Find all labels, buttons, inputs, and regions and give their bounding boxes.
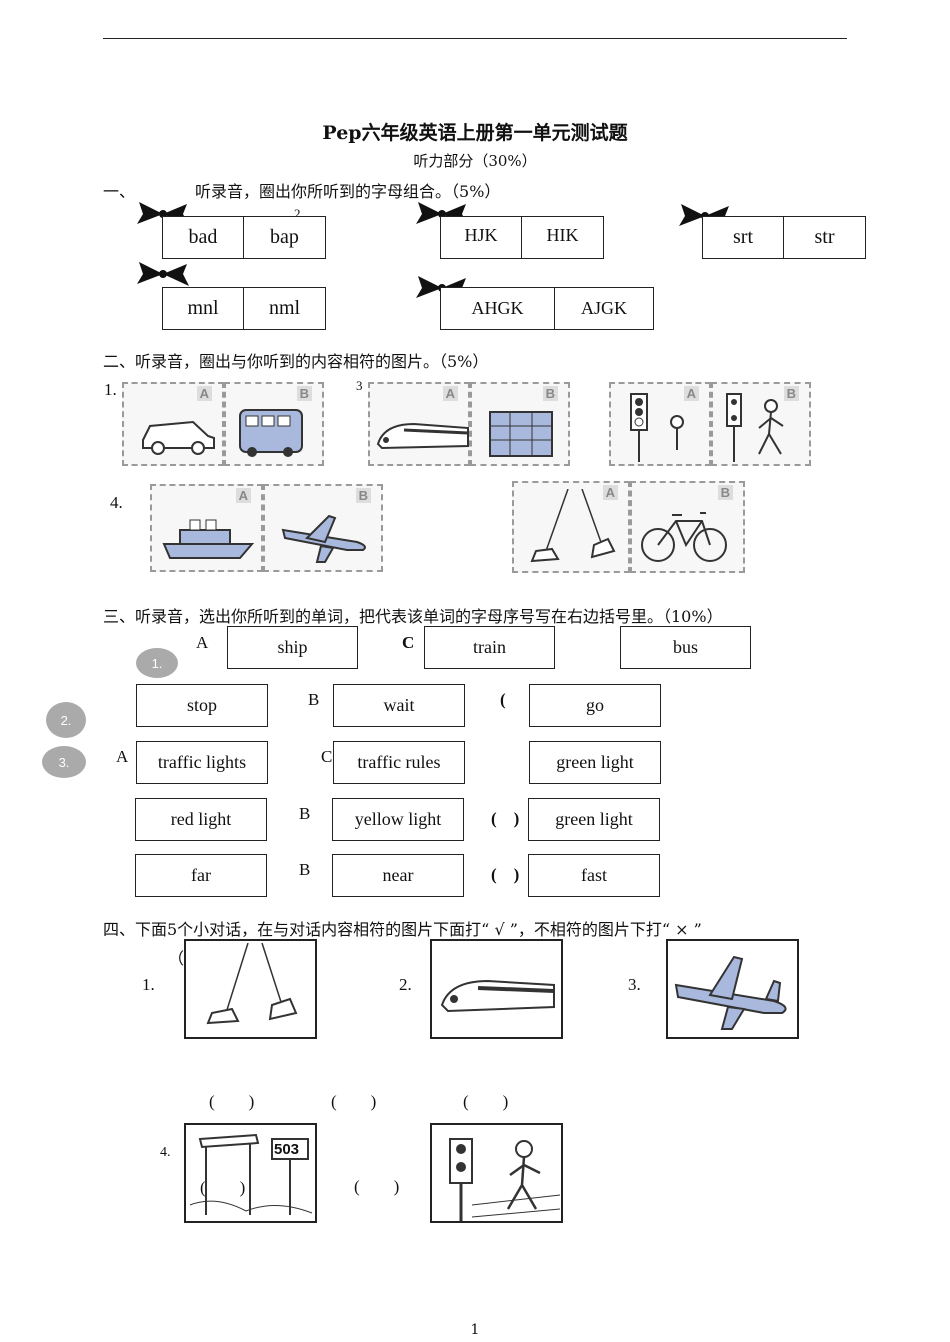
picture-walking-feet[interactable]: A <box>512 481 630 573</box>
ship-icon <box>162 519 255 559</box>
item-number: 4. <box>110 493 123 512</box>
option-label: B <box>308 690 320 709</box>
picture-bus-stop: 503 ( ) <box>184 1123 317 1223</box>
picture-bus[interactable]: B <box>224 382 324 466</box>
picture-bicycle[interactable]: B <box>630 481 745 573</box>
bubble-3: 3. <box>42 746 86 778</box>
bubble-2: 2. <box>46 702 86 738</box>
choice-pair-2: HJK HIK <box>440 216 604 259</box>
page-title: Pep六年级英语上册第一单元测试题 <box>322 122 628 144</box>
option-label: A <box>196 633 209 652</box>
traffic-light-icon <box>630 393 684 462</box>
answer-paren[interactable]: ( ) <box>463 1092 509 1111</box>
plane-icon <box>674 955 787 1030</box>
word-stop[interactable]: stop <box>136 684 268 727</box>
picture-traffic-light[interactable]: A <box>609 382 711 466</box>
answer-paren[interactable]: ( ) <box>354 1177 400 1196</box>
bubble-1: 1. <box>136 648 178 678</box>
train-icon <box>376 422 469 450</box>
option-label: B <box>299 804 311 823</box>
choice-nml[interactable]: nml <box>244 287 326 330</box>
picture-station[interactable]: B <box>470 382 570 466</box>
station-icon <box>489 411 553 457</box>
choice-mnl[interactable]: mnl <box>162 287 244 330</box>
word-near[interactable]: near <box>332 854 464 897</box>
item-number: 3. <box>628 975 641 994</box>
plane-icon <box>281 514 366 563</box>
word-green-light-2[interactable]: green light <box>528 798 660 841</box>
picture-crossing <box>430 1123 563 1223</box>
walking-boy-icon <box>449 1138 561 1221</box>
item-number: 2 <box>294 206 301 221</box>
answer-paren: ( <box>500 690 506 709</box>
answer-paren[interactable]: ( ) <box>491 865 520 884</box>
item-number: 2. <box>399 975 412 994</box>
word-wait[interactable]: wait <box>333 684 465 727</box>
choice-pair-5: AHGK AJGK <box>440 287 654 330</box>
word-yellow-light[interactable]: yellow light <box>332 798 464 841</box>
item-number: 4. <box>160 1145 171 1160</box>
picture-plane[interactable]: B <box>263 484 383 572</box>
picture-walking <box>184 939 317 1039</box>
choice-pair-1: bad bap <box>162 216 326 259</box>
page-subtitle: 听力部分（30%） <box>413 152 537 170</box>
picture-train[interactable]: A <box>368 382 470 466</box>
choice-str[interactable]: str <box>784 216 866 259</box>
picture-car[interactable]: A <box>122 382 224 466</box>
choice-bap[interactable]: bap <box>244 216 326 259</box>
word-go[interactable]: go <box>529 684 661 727</box>
bus-stop-icon <box>189 1133 313 1215</box>
item-number: 1. <box>142 975 155 994</box>
train-icon <box>440 979 555 1013</box>
word-fast[interactable]: fast <box>528 854 660 897</box>
car-icon <box>142 420 215 455</box>
walking-feet-icon <box>206 943 298 1025</box>
section1-heading: 一、听录音，圈出你所听到的字母组合。（5%） <box>103 182 501 201</box>
bicycle-icon <box>641 512 727 562</box>
word-traffic-lights[interactable]: traffic lights <box>136 741 268 784</box>
bus-stop-sign: 503 <box>274 1141 300 1158</box>
picture-ship[interactable]: A <box>150 484 263 572</box>
option-label: C <box>321 747 333 766</box>
picture-walking-boy[interactable]: B <box>711 382 811 466</box>
bus-icon <box>239 409 303 457</box>
bow-icon <box>137 262 189 286</box>
section2-heading: 二、听录音，圈出与你听到的内容相符的图片。（5%） <box>103 352 489 371</box>
section3-heading: 三、听录音，选出你所听到的单词，把代表该单词的字母序号写在右边括号里。（10%） <box>103 607 723 626</box>
option-label: B <box>299 860 311 879</box>
choice-ajgk[interactable]: AJGK <box>555 287 654 330</box>
word-train[interactable]: train <box>424 626 555 669</box>
answer-paren[interactable]: ( ) <box>331 1092 377 1111</box>
picture-plane-2 <box>666 939 799 1039</box>
answer-paren[interactable]: ( ) <box>209 1092 255 1111</box>
choice-bad[interactable]: bad <box>162 216 244 259</box>
word-bus[interactable]: bus <box>620 626 751 669</box>
answer-paren[interactable]: ( ) <box>200 1178 246 1197</box>
page-number: 1 <box>470 1322 480 1338</box>
word-red-light[interactable]: red light <box>135 798 267 841</box>
item-number: 3 <box>356 378 363 393</box>
walking-feet-icon <box>530 489 616 563</box>
choice-hjk[interactable]: HJK <box>440 216 522 259</box>
choice-pair-3: srt str <box>702 216 866 259</box>
choice-hik[interactable]: HIK <box>522 216 604 259</box>
section4-heading: 四、下面5个小对话，在与对话内容相符的图片下面打“ √ ”，不相符的图片下打“ … <box>103 920 702 939</box>
word-ship[interactable]: ship <box>227 626 358 669</box>
choice-ahgk[interactable]: AHGK <box>440 287 555 330</box>
option-label: A <box>116 747 129 766</box>
top-rule <box>103 38 847 39</box>
choice-pair-4: mnl nml <box>162 287 326 330</box>
choice-srt[interactable]: srt <box>702 216 784 259</box>
word-traffic-rules[interactable]: traffic rules <box>333 741 465 784</box>
walking-boy-icon <box>726 393 784 462</box>
word-green-light[interactable]: green light <box>529 741 661 784</box>
word-far[interactable]: far <box>135 854 267 897</box>
option-label: C <box>402 633 415 652</box>
item-number: 1. <box>104 380 117 399</box>
answer-paren[interactable]: ( ) <box>491 809 520 828</box>
picture-train-2 <box>430 939 563 1039</box>
